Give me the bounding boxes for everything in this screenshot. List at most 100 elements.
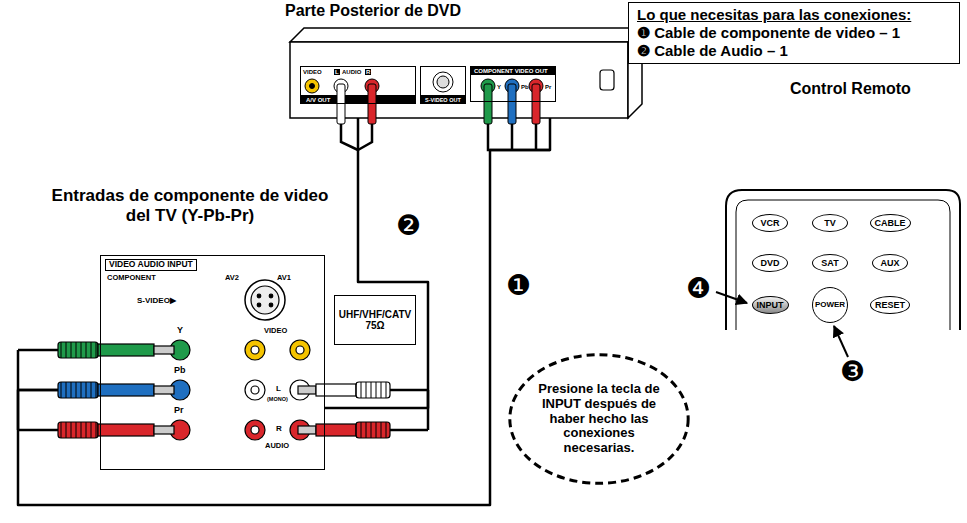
circle-shape (269, 294, 273, 298)
rect-shape (356, 422, 390, 438)
ellipse-outline (510, 355, 688, 484)
circle-shape (269, 303, 273, 307)
path-shape (736, 200, 950, 330)
rect-shape (154, 346, 174, 354)
component-out-panel: COMPONENT VIDEO OUTYPbPr (470, 66, 556, 102)
circle-shape (251, 286, 279, 314)
path-shape (488, 124, 550, 150)
rect-shape (98, 424, 154, 436)
part-label: AV2 (225, 274, 239, 283)
part-label: L (276, 384, 281, 393)
rect-shape (356, 422, 390, 438)
rect-shape (356, 382, 390, 398)
remote-body (726, 190, 960, 330)
rect-shape (154, 426, 174, 434)
node-text: RESET (875, 300, 905, 310)
s-video-panel: S-VIDEO OUT (420, 66, 466, 104)
rect-shape (508, 84, 516, 124)
part-label: VIDEO (303, 69, 322, 76)
node-text: POWER (815, 300, 845, 309)
tv-jacks (170, 280, 310, 440)
remote-button: TV (812, 214, 848, 232)
line-shape (716, 292, 747, 303)
power-button: POWER (812, 287, 848, 323)
node-text: UHF/VHF/CATV 75Ω (337, 309, 414, 332)
remote-button: AUX (872, 254, 908, 272)
circle-shape (290, 340, 310, 360)
rect-shape (356, 382, 390, 398)
part-label: S-VIDEO OUT (424, 97, 462, 103)
part-label: (MONO) (267, 396, 288, 402)
circle-shape (437, 76, 449, 88)
part-label: COMPONENT (107, 274, 156, 283)
circle-shape (245, 420, 265, 440)
part-label: Parte Posterior de DVD (285, 2, 461, 20)
rect-shape (316, 424, 356, 436)
callout-arrows (716, 292, 848, 357)
node-text: Lo que necesitas para las conexiones: (637, 6, 951, 24)
callout-number: ❹ (686, 275, 711, 303)
part-label: AV1 (277, 274, 291, 283)
polygon-shape (290, 28, 642, 42)
part-label: S-VIDEO▶ (137, 296, 176, 305)
note-ellipse: Presione la tecla de INPUT después de ha… (508, 352, 690, 486)
rect-shape (58, 342, 98, 358)
remote-button: CABLE (870, 214, 911, 232)
node-text: TV (824, 218, 836, 228)
part-label: L (334, 69, 340, 76)
path-shape (726, 190, 960, 330)
rect-shape (316, 384, 356, 396)
rect-shape (58, 342, 98, 358)
rect-shape (600, 70, 614, 90)
tv-input-panel: VIDEO AUDIO INPUTCOMPONENTAV2AV1S-VIDEO▶… (100, 255, 325, 470)
rect-shape (368, 84, 376, 124)
node-text: AUX (880, 258, 899, 268)
rect-shape (298, 386, 316, 394)
node-text: ❷ Cable de Audio – 1 (637, 42, 951, 60)
part-label: Pr (174, 405, 184, 415)
circle-shape (310, 84, 315, 89)
circle-shape (296, 346, 304, 354)
input-button: INPUT (752, 296, 789, 314)
part-label: A/V OUT (305, 97, 331, 104)
parts-box: Lo que necesitas para las conexiones:❶ C… (628, 2, 960, 64)
circle-shape (257, 294, 261, 298)
cable-line (325, 104, 428, 408)
rect-shape (300, 95, 416, 104)
node-text: DVD (760, 258, 779, 268)
node-text: CABLE (875, 218, 906, 228)
antenna-box: UHF/VHF/CATV 75Ω (334, 295, 417, 345)
tv-back: Entradas de componente de video del TV (… (30, 186, 425, 476)
av-out-panel: VIDEOLAUDIORA/V OUT (300, 66, 416, 104)
remote-control: Control RemotoVCR TV CABLE DVD SAT AUX INPUT PO… (726, 80, 960, 330)
path-shape (341, 124, 372, 150)
callout-number: ❶ (506, 272, 531, 300)
rect-shape (58, 422, 98, 438)
circle-shape (251, 426, 259, 434)
dvd-plugs (337, 84, 550, 150)
circle-shape (251, 346, 259, 354)
audio-plugs (298, 382, 428, 438)
rect-shape (98, 384, 154, 396)
node-text: INPUT (757, 300, 784, 310)
rect-shape (154, 386, 174, 394)
part-label: AUDIO (265, 442, 289, 451)
remote-button: RESET (870, 296, 910, 314)
rect-shape (470, 66, 556, 75)
rect-shape (532, 84, 540, 124)
component-plugs (18, 342, 174, 438)
part-label: Control Remoto (790, 80, 911, 98)
cable-line (18, 102, 550, 505)
node-text: VCR (760, 218, 779, 228)
part-label: Pb (174, 365, 186, 375)
part-label: R (276, 424, 282, 433)
circle-shape (257, 303, 261, 307)
rect-shape (337, 84, 345, 124)
callout-number: ❸ (840, 358, 865, 386)
remote-button: SAT (812, 254, 848, 272)
node-text: Presione la tecla de INPUT después de ha… (535, 382, 663, 457)
rect-shape (58, 422, 98, 438)
part-label: COMPONENT VIDEO OUT (473, 68, 549, 75)
part-label: Y (177, 325, 183, 335)
